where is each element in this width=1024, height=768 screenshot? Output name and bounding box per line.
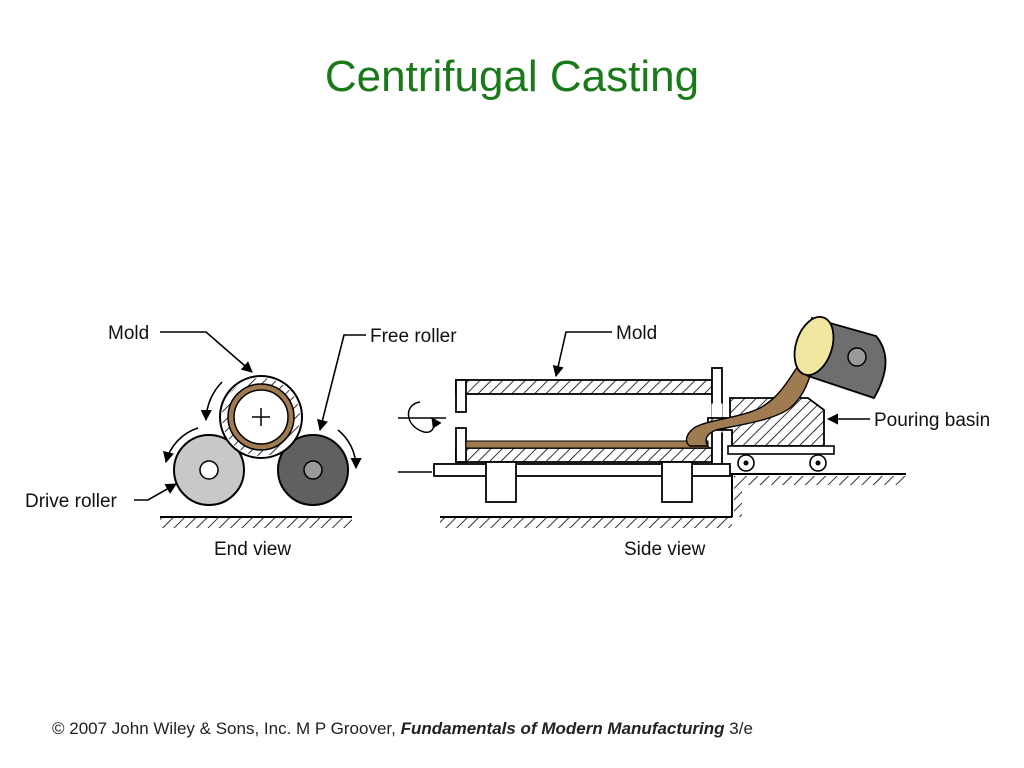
drive-roller-leader-line <box>134 483 177 501</box>
footer-edition: 3/e <box>724 719 753 738</box>
metal-pour-stream <box>685 365 813 447</box>
support-right <box>661 461 693 503</box>
pouring-basin-body <box>707 397 825 447</box>
footer-copyright: © 2007 John Wiley & Sons, Inc. M P Groov… <box>52 719 401 738</box>
footer-citation: © 2007 John Wiley & Sons, Inc. M P Groov… <box>52 719 753 739</box>
side-view-ground-hatch <box>440 518 732 528</box>
support-left <box>485 461 517 503</box>
footer-book-title: Fundamentals of Modern Manufacturing <box>400 719 725 738</box>
side-view-mold-label: Mold <box>616 323 657 344</box>
drive-roller-rotation-arrow <box>163 427 199 464</box>
side-view-diagram: Mold Pouring basin Side view <box>398 316 990 560</box>
cart-deck <box>727 445 835 455</box>
cart-platform-edge <box>731 473 906 517</box>
side-molten-metal-layer <box>465 440 709 449</box>
side-mold-left-flange-top <box>455 379 467 413</box>
cart-platform-wall-hatch <box>734 485 742 517</box>
drive-roller-label: Drive roller <box>25 491 118 512</box>
free-roller-leader-line <box>317 334 366 432</box>
side-mold-bottom-wall <box>455 447 713 463</box>
cart-wheel-left-hub <box>743 460 749 466</box>
end-view-mold-label: Mold <box>108 323 149 344</box>
mold-rotation-arrow <box>200 381 223 422</box>
side-mold-leader-line <box>552 331 612 378</box>
slide-title: Centrifugal Casting <box>324 52 700 101</box>
free-roller-rotation-arrow <box>337 429 362 470</box>
free-roller-hub <box>303 460 323 480</box>
axis-rotation-arrow <box>407 401 442 433</box>
ladle-pivot <box>847 347 867 367</box>
ladle <box>793 316 887 400</box>
free-roller-label: Free roller <box>370 326 457 347</box>
side-mold-left-flange-bottom <box>455 427 467 463</box>
pouring-basin-label: Pouring basin <box>874 410 990 431</box>
drive-roller-hub <box>199 460 219 480</box>
ladle-mouth <box>793 316 835 376</box>
side-mold-top-wall <box>455 379 713 395</box>
end-view-caption: End view <box>214 539 291 560</box>
cart-wheel-right-hub <box>815 460 821 466</box>
side-view-caption: Side view <box>624 539 706 560</box>
mold-leader-line <box>160 331 253 373</box>
cart-platform-hatch <box>734 476 906 485</box>
end-view-diagram: Mold Free roller Drive roller End view <box>25 323 457 560</box>
end-view-ground-hatch <box>160 518 352 528</box>
